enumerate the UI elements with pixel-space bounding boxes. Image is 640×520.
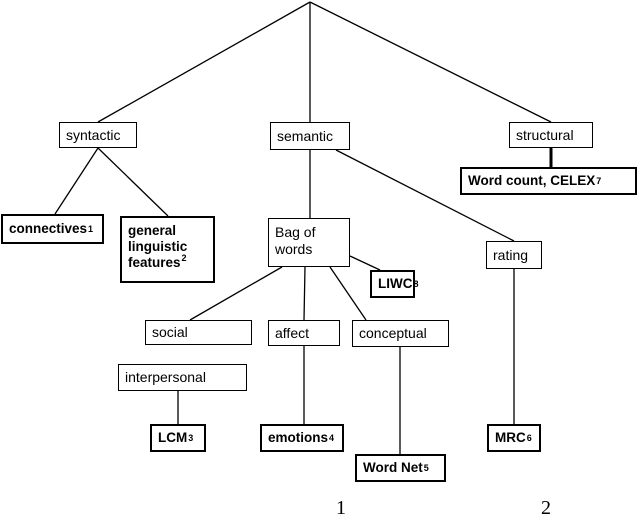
node-liwc-label: LIWC bbox=[378, 275, 413, 291]
edge-root-to-structural bbox=[309, 1, 552, 123]
node-general-line1: general bbox=[128, 223, 177, 238]
node-general-linguistic-features: general linguistic features2 bbox=[120, 216, 215, 283]
node-semantic: semantic bbox=[270, 122, 350, 150]
node-syntactic: syntactic bbox=[59, 122, 137, 148]
node-word-count-label: Word count, CELEX bbox=[468, 172, 596, 188]
node-interpersonal: interpersonal bbox=[118, 364, 247, 391]
node-lcm-label: LCM bbox=[158, 429, 188, 445]
node-emotions-label: emotions bbox=[268, 429, 329, 445]
edge-syntactic-to-connectives bbox=[54, 147, 99, 215]
node-social: social bbox=[145, 320, 252, 345]
node-wordnet-label: Word Net bbox=[363, 459, 423, 475]
node-conceptual-label: conceptual bbox=[359, 325, 427, 342]
edge-bag-of-words-to-conceptual bbox=[329, 266, 367, 321]
node-interpersonal-label: interpersonal bbox=[125, 369, 206, 386]
node-structural: structural bbox=[509, 122, 593, 148]
node-connectives-label: connectives bbox=[9, 220, 88, 236]
edge-syntactic-to-general bbox=[97, 147, 169, 217]
node-affect: affect bbox=[268, 320, 340, 346]
node-syntactic-label: syntactic bbox=[66, 126, 121, 143]
edge-bag-of-words-to-affect bbox=[303, 266, 306, 321]
node-bag-line1: Bag of bbox=[275, 224, 316, 240]
footnote-2: 2 bbox=[181, 253, 187, 264]
footnote-mark-left: 1 bbox=[336, 497, 346, 519]
node-mrc-label: MRC bbox=[495, 429, 526, 445]
node-semantic-label: semantic bbox=[277, 127, 334, 144]
node-social-label: social bbox=[152, 324, 188, 341]
node-rating-label: rating bbox=[493, 246, 529, 263]
edge-bag-of-words-to-liwc bbox=[349, 255, 381, 271]
node-bag-line2: words bbox=[275, 240, 313, 257]
node-general-line2: linguistic bbox=[128, 239, 188, 255]
footnote-mark-right: 2 bbox=[541, 497, 551, 519]
node-rating: rating bbox=[486, 241, 542, 269]
node-affect-label: affect bbox=[275, 324, 309, 341]
edge-root-to-syntactic bbox=[97, 1, 311, 123]
edge-semantic-to-rating bbox=[335, 149, 515, 242]
node-bag-of-words: Bag of words bbox=[268, 218, 350, 267]
edge-bag-of-words-to-social bbox=[189, 266, 283, 321]
node-structural-label: structural bbox=[516, 126, 574, 143]
node-conceptual: conceptual bbox=[352, 320, 449, 347]
node-general-line3: features bbox=[128, 255, 181, 271]
